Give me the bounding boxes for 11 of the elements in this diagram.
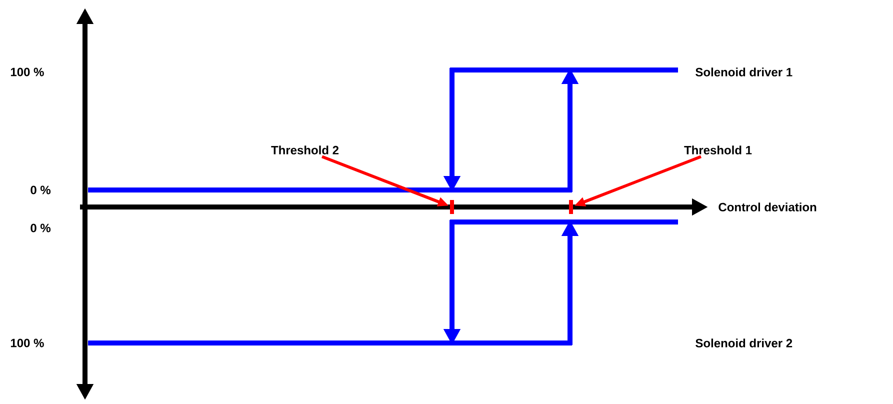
curve-label: Solenoid driver 1 bbox=[696, 68, 792, 76]
curve-label: Solenoid driver 2 bbox=[696, 338, 792, 348]
axis-value: 100 % bbox=[10, 68, 44, 76]
axis-value: 100 % bbox=[10, 338, 44, 348]
threshold-label: Threshold 1 bbox=[684, 146, 752, 154]
axis-value: 0 % bbox=[30, 224, 51, 232]
axis-value: 0 % bbox=[30, 186, 51, 194]
axis-label: Control deviation bbox=[718, 202, 816, 212]
threshold-tick bbox=[569, 200, 573, 214]
threshold-tick bbox=[450, 200, 454, 214]
threshold-label: Threshold 2 bbox=[271, 146, 339, 154]
